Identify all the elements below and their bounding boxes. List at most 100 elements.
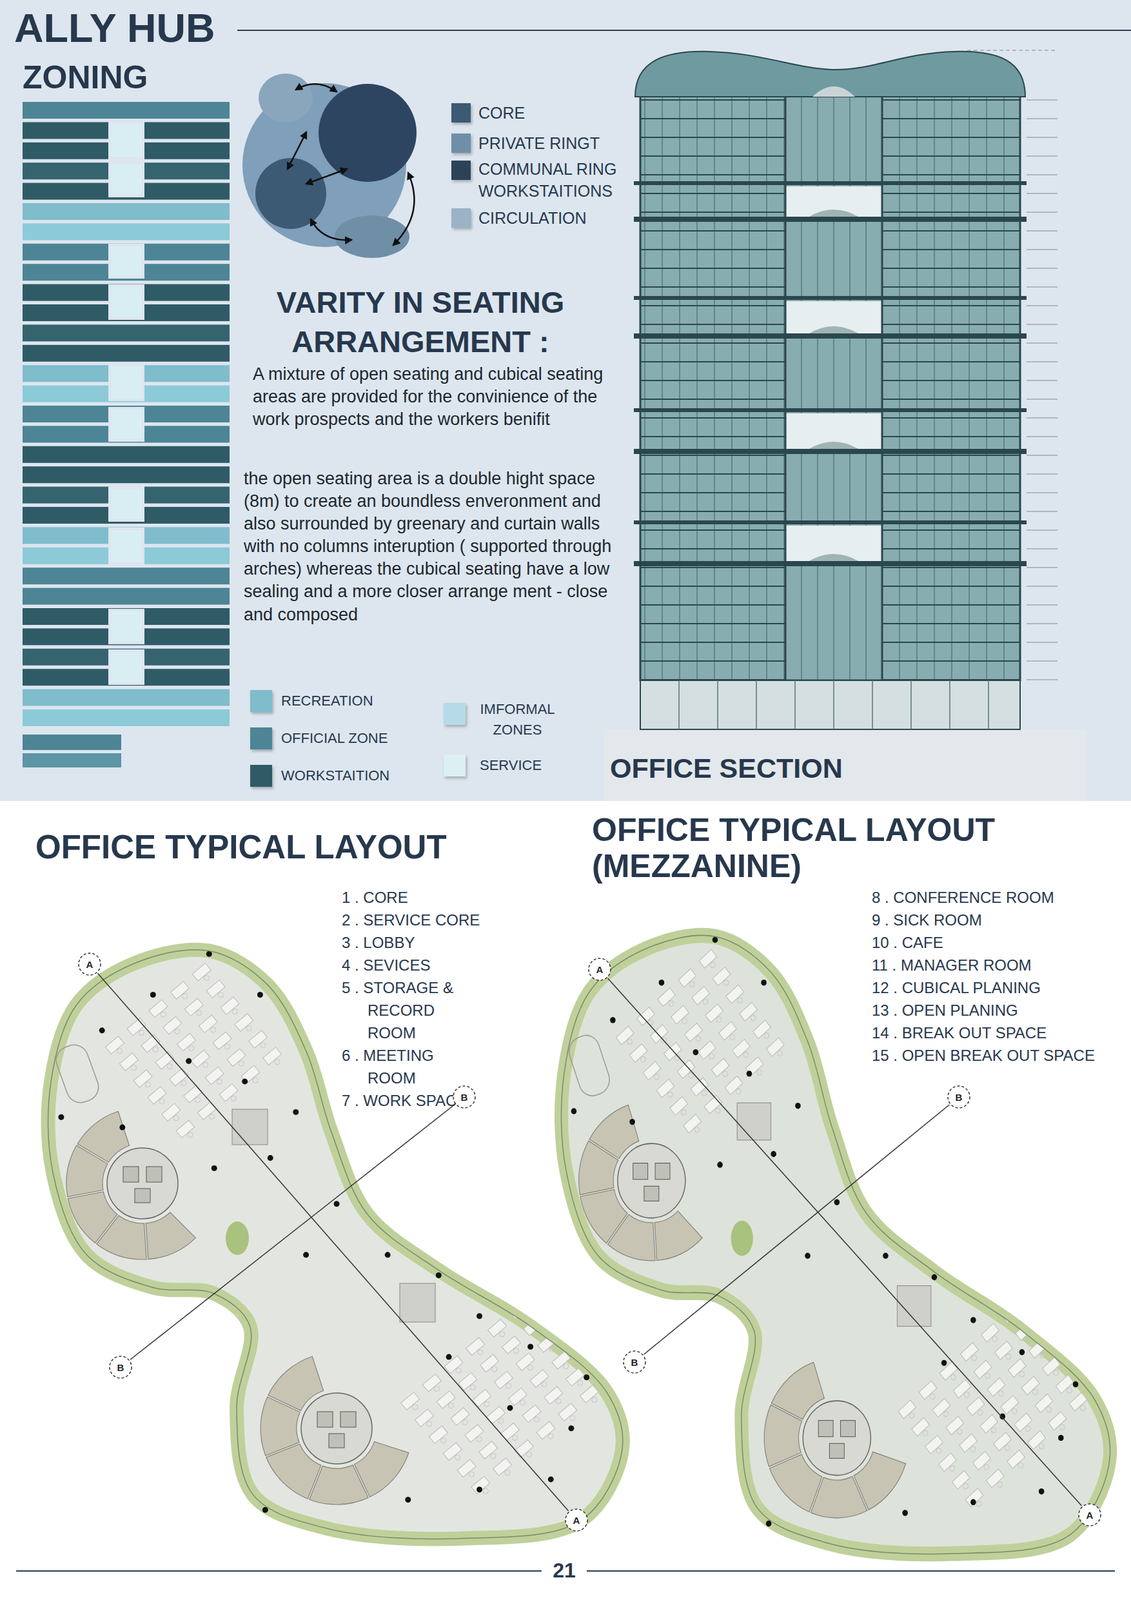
column [384, 1251, 391, 1258]
chair [520, 1312, 528, 1320]
planter [225, 1221, 249, 1255]
lift [123, 1166, 139, 1182]
greenery [809, 326, 859, 334]
mullion [986, 90, 988, 681]
desk [184, 998, 204, 1016]
desk [697, 1040, 716, 1060]
desk [198, 1014, 218, 1033]
desk [960, 1342, 979, 1362]
service-block [109, 408, 144, 441]
floor-line [640, 136, 786, 138]
mullion [833, 90, 835, 681]
desk [501, 1336, 521, 1354]
chair [680, 1016, 689, 1025]
desk [966, 1396, 985, 1416]
plan-edge [48, 949, 623, 1540]
floor-line [882, 379, 1021, 382]
ground-column [833, 680, 835, 730]
desk [637, 1006, 656, 1026]
chair [159, 1010, 167, 1018]
desk [718, 1021, 738, 1041]
floor-line [640, 454, 786, 456]
chair [152, 1045, 160, 1053]
marker-letter: B [631, 1357, 639, 1368]
floor-line [640, 304, 786, 307]
floor-line [882, 398, 1021, 400]
chair [411, 1403, 419, 1411]
ground-column [949, 680, 951, 730]
level-tick [1026, 193, 1058, 195]
marker-letter: A [86, 959, 94, 970]
chair [562, 1362, 570, 1370]
floor-line [882, 155, 1021, 157]
section-heading: OFFICE TYPICAL LAYOUT (MEZZANINE) [591, 811, 1082, 885]
chair [455, 1367, 463, 1375]
chair [230, 1094, 238, 1102]
slab-band [633, 333, 1027, 339]
desk [536, 1421, 556, 1439]
core [617, 1143, 686, 1219]
marker-letter: A [596, 964, 604, 975]
level-tick [1026, 156, 1058, 157]
chair [512, 1347, 520, 1355]
legend-text-slot: WORKSTAITION [281, 767, 390, 785]
desk [959, 1433, 978, 1453]
legend-text: CORE [478, 103, 525, 123]
level-tick [1026, 137, 1058, 138]
core-room [654, 1210, 703, 1261]
level-tick [1026, 455, 1058, 456]
chair [216, 1078, 224, 1086]
chair [447, 1401, 455, 1409]
chair [688, 980, 696, 988]
legend-swatch [451, 133, 471, 153]
chair [694, 1034, 702, 1043]
chair [498, 1330, 506, 1338]
desk [579, 1385, 599, 1403]
floor-line [882, 510, 1021, 512]
column [609, 1016, 616, 1023]
desk [479, 1441, 498, 1459]
chair [722, 978, 730, 987]
desk [471, 1475, 491, 1494]
chair [1031, 1387, 1039, 1396]
flow-arrow [393, 172, 414, 246]
desk [1014, 1412, 1033, 1432]
zone-band [22, 344, 230, 362]
section-heading-slot: VARITY IN SEATING ARRANGEMENT : [239, 282, 601, 362]
column [241, 1078, 248, 1084]
service-block [109, 163, 144, 197]
legend-swatch [443, 702, 466, 725]
chair [568, 1414, 576, 1422]
desk [993, 1432, 1012, 1451]
lift [818, 1420, 834, 1437]
chair [181, 992, 189, 1000]
chair [1058, 1423, 1066, 1431]
floor-line [882, 342, 1021, 344]
body-text-slot: A mixture of open seating and cubical se… [252, 363, 634, 431]
section-marker: B [108, 1354, 133, 1380]
chair [186, 1131, 194, 1139]
chair [962, 1481, 970, 1490]
body-text: A mixture of open seating and cubical se… [252, 363, 634, 431]
chair [489, 1452, 497, 1460]
mullion [801, 90, 803, 681]
roof-skylight [812, 86, 856, 97]
chair [991, 1334, 999, 1343]
chair [1004, 1352, 1012, 1361]
chair [179, 1079, 187, 1087]
mullion [714, 90, 716, 681]
level-tick [1026, 380, 1058, 382]
room-key: 5 . STORAGE & RECORD ROOM [341, 976, 481, 1044]
desk [127, 1017, 146, 1035]
desk [918, 1380, 937, 1400]
column [746, 1070, 753, 1077]
room-key-slot: 12 . CUBICAL PLANING [871, 976, 1127, 999]
column [211, 1165, 218, 1171]
slab-band [633, 408, 1027, 413]
floor-line [882, 585, 1021, 587]
chair [942, 1410, 950, 1418]
desk [205, 1066, 224, 1084]
column [795, 1102, 801, 1109]
column [571, 1107, 578, 1114]
chair [547, 1432, 555, 1440]
